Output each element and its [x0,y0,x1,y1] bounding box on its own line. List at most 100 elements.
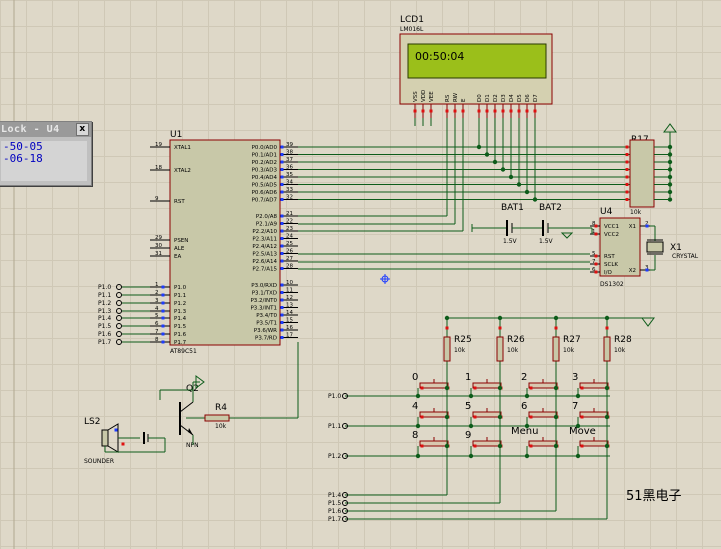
pin-marker [625,183,629,186]
pin-marker [529,415,533,419]
watermark: 51黑电子 [626,489,682,504]
keypad-key-label[interactable]: Move [569,426,596,437]
pin-marker [445,109,449,113]
keypad-key-label[interactable]: Menu [511,426,538,437]
keypad-button[interactable] [472,382,502,389]
resistor-pack[interactable] [629,139,655,208]
mcu-pin-name: EA [174,254,181,260]
pin-marker [420,415,424,419]
keypad-button[interactable] [472,411,502,418]
mcu-pin-number: 12 [286,295,293,301]
pin-marker [280,153,284,156]
junction-dot [484,152,490,157]
keypad-key-label[interactable]: 7 [572,401,578,412]
crystal-body[interactable] [646,241,664,253]
rtc-body[interactable] [599,217,641,277]
junction-dot [492,159,498,165]
keypad-key-label[interactable]: 3 [572,372,578,383]
lcd-pin-label: D3 [501,94,507,102]
pin-marker [420,386,424,390]
mcu-pin-name: P0.6/AD6 [252,190,278,196]
keypad-col-port: P1.6 [328,508,341,515]
pullup-resistor[interactable] [603,336,611,362]
pin-marker [161,293,165,297]
pin-marker [161,324,165,328]
lcd-ref: LCD1 [400,15,424,25]
pin-marker [594,232,598,236]
pullup-ref: R26 [507,335,525,345]
keypad-button[interactable] [528,382,558,389]
pin-marker [280,160,284,164]
mcu-pin-number: 7 [155,329,159,335]
mcu-pin-name: P1.5 [174,324,187,330]
mcu-pin-number: 39 [286,142,293,148]
r4-resistor[interactable] [204,414,230,422]
rpack-value: 10k [630,209,642,216]
clock-popup-window[interactable]: Lock - U4 x -50-05 -06-18 [0,121,92,186]
mcu-pin-name: P1.3 [174,309,187,315]
pin-marker [529,444,533,448]
pin-marker [473,386,477,390]
keypad-key-label[interactable]: 9 [465,430,471,441]
port-terminal [116,300,122,306]
pin-marker [473,444,477,448]
keypad-key-label[interactable]: 1 [465,372,471,383]
mcu-pin-name: P3.4/T0 [256,313,277,319]
port-terminal [342,508,348,514]
q2-type: NPN [186,442,199,449]
popup-title: Lock - U4 [1,124,60,135]
mcu-body[interactable] [169,139,281,346]
keypad-button[interactable] [419,382,449,389]
keypad-key-label[interactable]: 8 [412,430,418,441]
pin-marker [280,190,284,194]
keypad-key-label[interactable]: 5 [465,401,471,412]
keypad-key-label[interactable]: 2 [521,372,527,383]
mcu-pin-number: 5 [155,313,159,319]
popup-title-bar[interactable]: Lock - U4 x [0,122,91,137]
pin-marker [625,175,629,179]
keypad-button[interactable] [419,411,449,418]
keypad-button[interactable] [579,440,609,447]
keypad-button[interactable] [579,382,609,389]
pin-marker [554,326,558,330]
pin-marker [429,109,433,113]
pullup-resistor[interactable] [496,336,504,362]
rtc-pin-number: 2 [645,221,649,227]
mcu-pin-name: P3.2/INT0 [250,298,277,304]
mcu-pin-name: P3.0/RXD [251,283,277,289]
keypad-key-label[interactable]: 0 [412,372,418,383]
mcu-pin-number: 26 [286,249,293,255]
ground-symbol [641,317,655,327]
pin-marker [280,298,284,302]
lcd-screen[interactable] [407,43,547,79]
mcu-pin-number: 24 [286,234,293,240]
keypad-button[interactable] [419,440,449,447]
crystal-ref: X1 [670,243,682,253]
mcu-pin-name: PSEN [174,238,188,244]
keypad-key-label[interactable]: 6 [521,401,527,412]
keypad-button[interactable] [579,411,609,418]
pin-marker [498,326,502,330]
keypad-button[interactable] [528,440,558,447]
mcu-pin-name: P0.4/AD4 [252,175,278,181]
rtc-pin-name: SCLK [604,262,618,268]
pin-marker [280,267,284,270]
mcu-pin-name: RST [174,199,185,205]
close-icon[interactable]: x [76,123,89,136]
pullup-resistor[interactable] [552,336,560,362]
keypad-key-label[interactable]: 4 [412,401,418,412]
pullup-resistor[interactable] [443,336,451,362]
pin-marker [625,168,629,171]
sounder-body[interactable] [101,429,109,447]
port-terminal [342,453,348,459]
pin-marker [445,326,449,330]
mcu-pin-number: 25 [286,241,293,247]
pin-marker [280,336,284,339]
pin-marker [625,145,629,149]
rtc-ref: U4 [600,207,613,217]
keypad-button[interactable] [528,411,558,418]
mcu-pin-number: 36 [286,165,293,171]
keypad-button[interactable] [472,440,502,447]
lcd-pin-label: D0 [477,94,483,102]
